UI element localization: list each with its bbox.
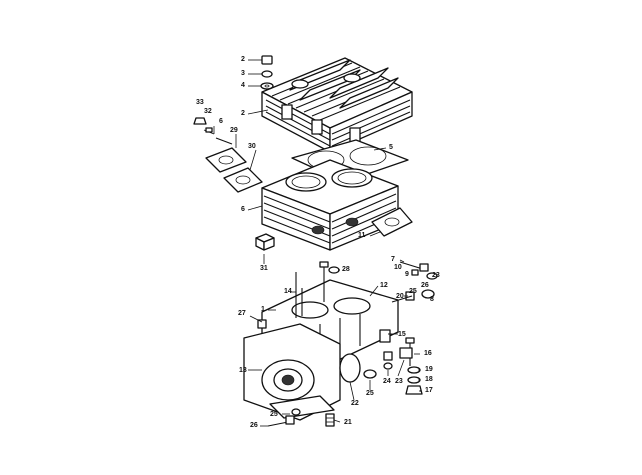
small-bolt-28 — [328, 266, 340, 274]
callout-2-head: 2 — [241, 110, 245, 117]
callout-25-mid: 25 — [366, 390, 374, 397]
callout-16: 16 — [424, 350, 432, 357]
callout-29: 29 — [230, 127, 238, 134]
callout-18: 18 — [425, 376, 433, 383]
callout-23-bottom: 23 — [395, 378, 403, 385]
callout-23-top: 23 — [432, 272, 440, 279]
drain-plug — [325, 413, 335, 427]
mid-hardware — [363, 289, 435, 379]
callout-15: 15 — [398, 331, 406, 338]
callout-3: 3 — [241, 70, 245, 77]
callout-7: 7 — [391, 256, 395, 263]
callout-32: 32 — [204, 108, 212, 115]
head-nut-washer-stack — [260, 55, 274, 90]
callout-13: 13 — [239, 367, 247, 374]
callout-8: 8 — [430, 296, 434, 303]
callout-21: 21 — [344, 419, 352, 426]
callout-22: 22 — [351, 400, 359, 407]
callout-33: 33 — [196, 99, 204, 106]
callout-31: 31 — [260, 265, 268, 272]
left-stud-assembly — [193, 117, 233, 145]
callout-14: 14 — [284, 288, 292, 295]
callout-12: 12 — [380, 282, 388, 289]
callout-26-bottom: 26 — [250, 422, 258, 429]
callout-4: 4 — [241, 82, 245, 89]
callout-25-bottom: 25 — [270, 411, 278, 418]
exhaust-gasket — [371, 207, 413, 237]
callout-26-right: 26 — [421, 282, 429, 289]
callout-2-top: 2 — [241, 56, 245, 63]
callout-5: 5 — [389, 144, 393, 151]
small-cube-part — [255, 233, 275, 251]
callout-24: 24 — [383, 378, 391, 385]
callout-6-stud: 6 — [219, 118, 223, 125]
crankcase-studs — [295, 261, 329, 318]
callout-17: 17 — [425, 387, 433, 394]
callout-20: 20 — [396, 293, 404, 300]
callout-10: 10 — [394, 264, 402, 271]
crankcase — [243, 279, 399, 421]
callout-6-block: 6 — [241, 206, 245, 213]
callout-30: 30 — [248, 143, 256, 150]
leader-lines — [213, 59, 421, 427]
callout-19: 19 — [425, 366, 433, 373]
callout-11: 11 — [358, 232, 366, 239]
callout-28: 28 — [342, 266, 350, 273]
callout-27: 27 — [238, 310, 246, 317]
right-hardware-column — [388, 333, 423, 395]
intake-gaskets — [205, 147, 263, 193]
right-top-fasteners — [399, 261, 438, 280]
callout-9: 9 — [405, 271, 409, 278]
bottom-bolt — [267, 408, 301, 427]
callout-25-right: 25 — [409, 288, 417, 295]
cylinder-block — [261, 159, 399, 251]
callout-1: 1 — [261, 306, 265, 313]
cylinder-head — [261, 57, 413, 153]
